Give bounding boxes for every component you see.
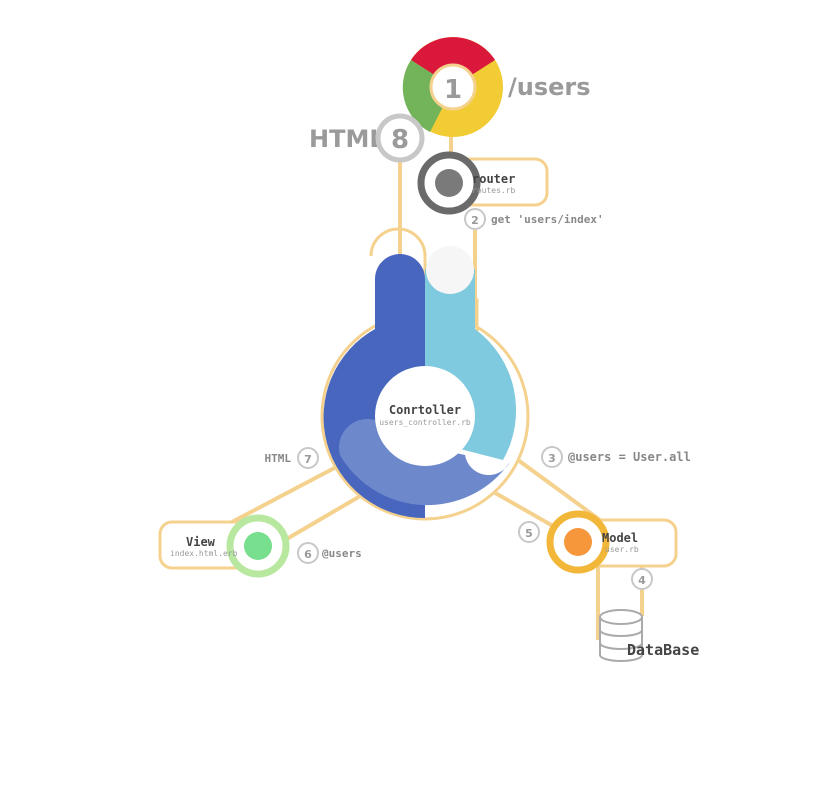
view-title: View: [186, 535, 216, 549]
database-icon: [599, 609, 643, 662]
step-3-text: @users = User.all: [568, 450, 691, 464]
line-controller-to-model-a: [516, 458, 602, 522]
step-7-badge: [297, 447, 319, 469]
controller-title: Conrtoller: [389, 403, 461, 417]
html-response-label: HTML: [309, 125, 385, 153]
router-node[interactable]: router routes.rb: [417, 151, 549, 215]
line-controller-to-view-a: [231, 463, 341, 524]
router-title: router: [472, 172, 515, 186]
step-7-number: 7: [304, 453, 312, 466]
url-label: /users: [508, 73, 591, 101]
step-7-text: HTML: [265, 452, 292, 465]
model-title: Model: [602, 531, 638, 545]
view-dot: [244, 532, 272, 560]
step-6-badge: [297, 542, 319, 564]
controller-node[interactable]: Conrtoller users_controller.rb: [320, 227, 530, 521]
chrome-icon: [402, 37, 503, 137]
model-file: user.rb: [605, 545, 639, 554]
controller-center: [375, 366, 475, 466]
router-file: routes.rb: [472, 186, 516, 195]
line-controller-to-view-b: [283, 493, 364, 542]
router-dot: [435, 169, 463, 197]
controller-file: users_controller.rb: [379, 418, 471, 427]
view-node[interactable]: View index.html.erb: [158, 514, 290, 578]
database-label: DataBase: [627, 641, 699, 659]
step-4-number: 4: [638, 574, 646, 587]
step-6-number: 6: [304, 548, 312, 561]
step-2-badge: [464, 208, 486, 230]
step-3-number: 3: [548, 452, 556, 465]
step-2-number: 2: [471, 214, 479, 227]
step-6-text: @users: [322, 547, 362, 560]
controller-top-bubble: [426, 246, 474, 294]
step-1-number: 1: [444, 75, 462, 105]
step-8-number: 8: [391, 125, 409, 155]
router-request-text: get 'users/index': [491, 213, 604, 226]
model-node[interactable]: Model user.rb: [546, 510, 678, 574]
step-4-badge: [631, 568, 653, 590]
step-5-badge: [518, 521, 540, 543]
step-3-badge: [541, 446, 563, 468]
model-dot: [564, 528, 592, 556]
line-controller-to-model-b: [489, 488, 561, 532]
view-file: index.html.erb: [170, 549, 238, 558]
step-8-badge: [375, 113, 425, 163]
step-5-number: 5: [525, 527, 533, 540]
